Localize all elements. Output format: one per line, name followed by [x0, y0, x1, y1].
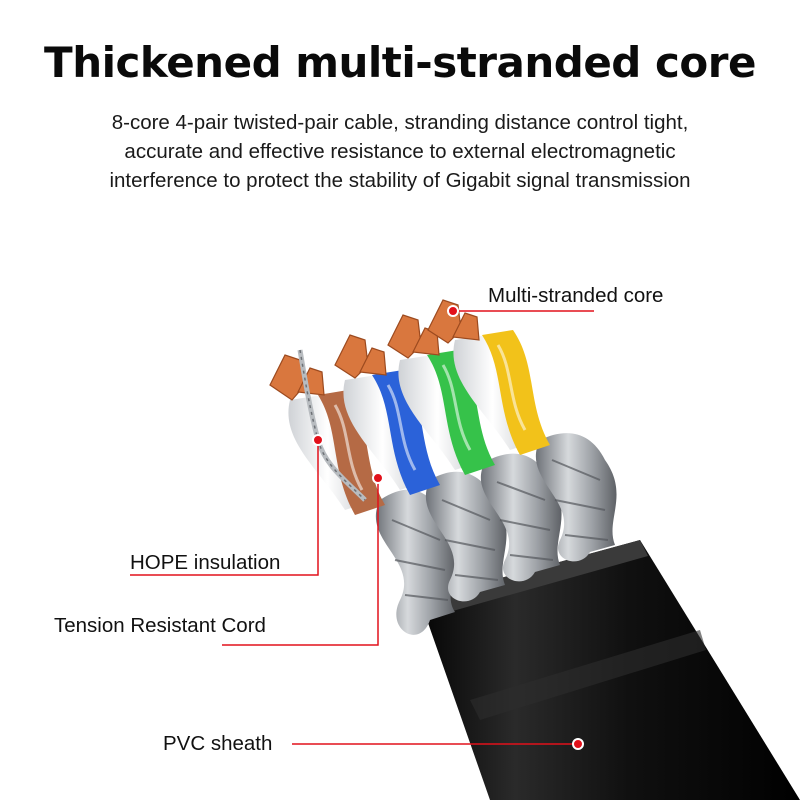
insulated-wires — [288, 330, 550, 515]
description-line-3: interference to protect the stability of… — [109, 169, 691, 192]
label-multi-stranded-core: Multi-stranded core — [488, 284, 664, 307]
description-line-1: 8-core 4-pair twisted-pair cable, strand… — [111, 111, 689, 134]
callout-dots — [312, 305, 584, 750]
pvc-sheath — [420, 540, 800, 800]
copper-strands — [269, 299, 480, 401]
label-pvc-sheath: PVC sheath — [163, 732, 273, 755]
label-hope-insulation: HOPE insulation — [130, 551, 281, 574]
description-line-2: accurate and effective resistance to ext… — [124, 140, 676, 163]
description: 8-core 4-pair twisted-pair cable, strand… — [40, 108, 760, 195]
shielded-pairs — [375, 433, 617, 635]
page-title: Thickened multi-stranded core — [44, 38, 756, 87]
label-tension-resistant-cord: Tension Resistant Cord — [54, 614, 266, 637]
callout-leaders — [130, 310, 594, 745]
